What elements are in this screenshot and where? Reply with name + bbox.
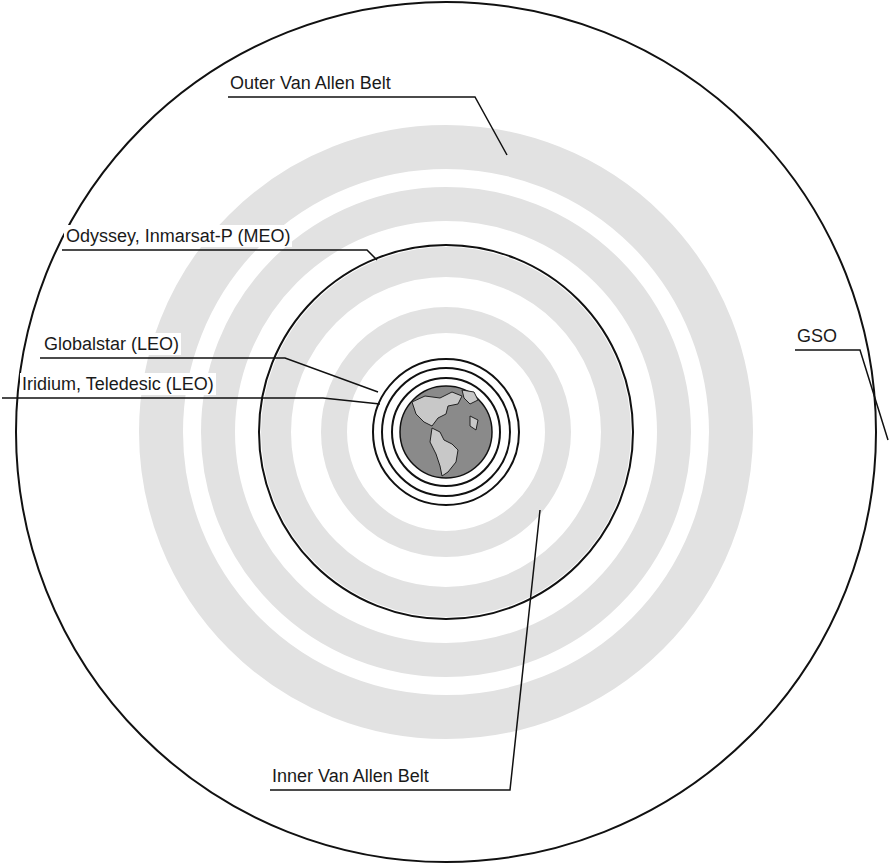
orbit-label: GSO	[795, 325, 839, 347]
belt-label: Outer Van Allen Belt	[228, 72, 393, 94]
earth	[400, 386, 492, 478]
belt-label: Inner Van Allen Belt	[270, 765, 431, 787]
orbit-circles	[16, 2, 876, 862]
orbit-label: Iridium, Teledesic (LEO)	[20, 373, 216, 395]
orbit-label: Globalstar (LEO)	[42, 333, 181, 355]
orbit-label: Odyssey, Inmarsat-P (MEO)	[64, 225, 292, 247]
leader-lines	[2, 97, 888, 790]
